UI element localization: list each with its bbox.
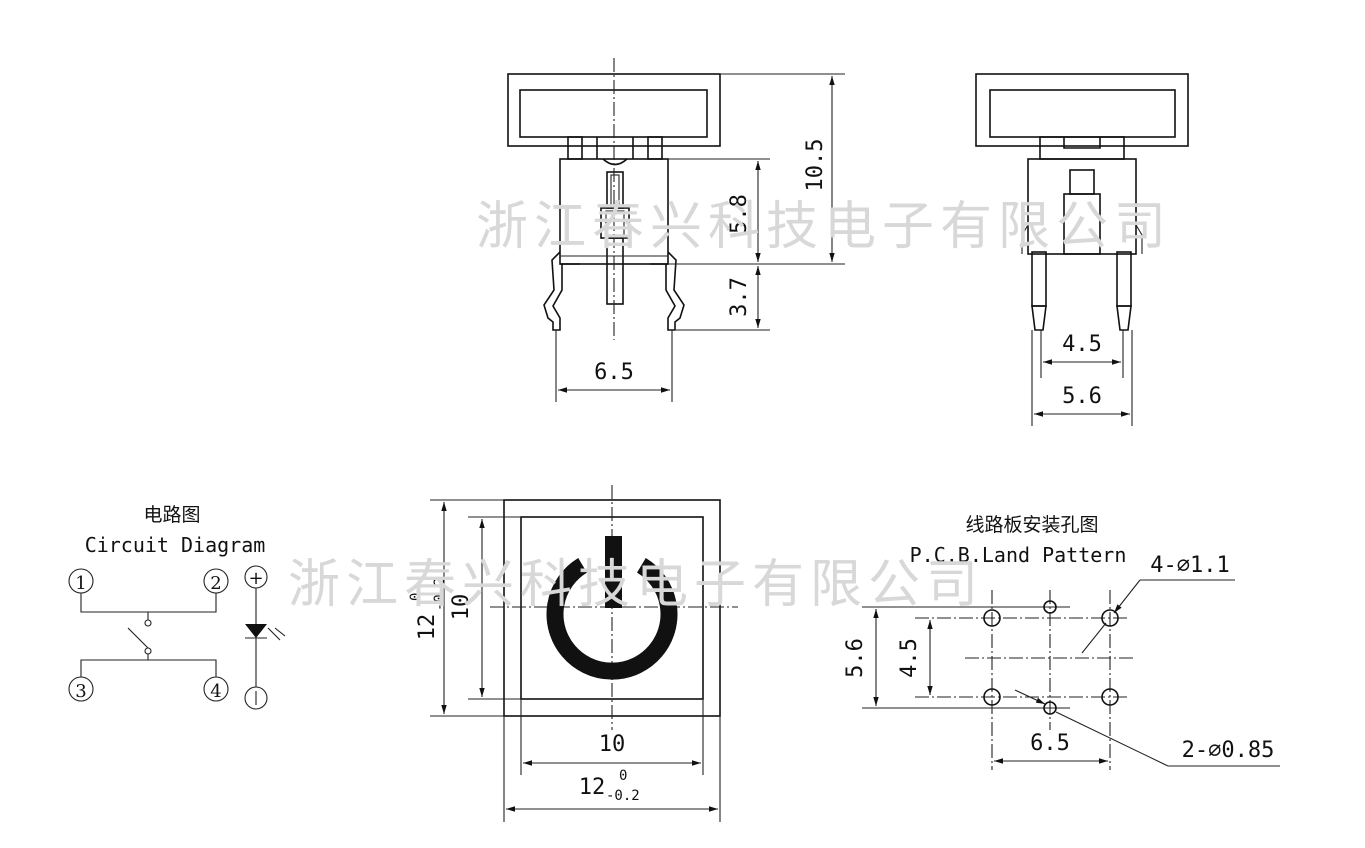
- side-pin-right: [1116, 251, 1132, 307]
- hole-large-2: [1101, 609, 1119, 627]
- tol-upper-horizontal: 0: [619, 768, 627, 784]
- circuit-diagram: 电路图 Circuit Diagram 1 2 3 4 +: [68, 504, 286, 710]
- pin-left: [543, 251, 563, 331]
- dim-total-height: 10.5: [803, 139, 828, 192]
- tol-lower-vertical: -0.2: [432, 577, 448, 611]
- svg-text:3: 3: [75, 681, 86, 702]
- tol-upper-vertical: 0: [408, 593, 424, 601]
- dim-body-height: 5.8: [727, 194, 752, 234]
- dim-pin-outer: 5.6: [1062, 384, 1102, 409]
- stem-right: [647, 136, 663, 160]
- hole-large-1: [983, 609, 1001, 627]
- pcb-title-cn: 线路板安装孔图: [965, 514, 1098, 536]
- side-pin-left: [1031, 251, 1047, 307]
- watermark-bottom: 浙江春兴科技电子有限公司: [288, 555, 984, 615]
- dim-inner-horizontal: 10: [599, 732, 626, 757]
- power-icon: [546, 558, 678, 680]
- svg-text:2: 2: [210, 573, 221, 594]
- top-view: 10 12 0 -0.2 10 12 0 -0.2: [408, 485, 738, 822]
- pcb-dim-inner-height: 4.5: [897, 638, 922, 678]
- label-large-holes: 4-⌀1.1: [1150, 553, 1229, 578]
- side-view: 4.5 5.6: [975, 73, 1189, 426]
- hole-large-3: [983, 688, 1001, 706]
- pcb-dim-outer-height: 5.6: [843, 638, 868, 678]
- led-symbol: [245, 624, 267, 638]
- dim-inner-vertical: 10: [449, 594, 474, 621]
- pcb-land-pattern: 线路板安装孔图 P.C.B.Land Pattern 5.6 4.5 6.5 4…: [843, 514, 1280, 770]
- pcb-title-en: P.C.B.Land Pattern: [910, 543, 1127, 567]
- tol-lower-horizontal: -0.2: [606, 788, 640, 804]
- hole-small-2: [1043, 701, 1057, 715]
- hole-small-1: [1043, 600, 1057, 614]
- dim-pin-spacing: 6.5: [594, 360, 634, 385]
- svg-text:4: 4: [210, 681, 221, 702]
- side-cap-outer: [975, 73, 1189, 147]
- center-pin: [606, 237, 624, 305]
- circuit-title-cn: 电路图: [143, 504, 200, 526]
- hole-large-4: [1101, 688, 1119, 706]
- svg-text:1: 1: [75, 573, 86, 594]
- dim-outer-vertical: 12: [415, 614, 440, 641]
- side-cap-inner: [989, 89, 1176, 138]
- power-icon-bar: [605, 536, 622, 608]
- label-small-holes: 2-⌀0.85: [1182, 738, 1275, 763]
- dim-pin-inner: 4.5: [1062, 332, 1102, 357]
- dim-pin-length: 3.7: [727, 277, 752, 317]
- watermark-top: 浙江春兴科技电子有限公司: [476, 197, 1172, 257]
- dim-outer-horizontal: 12: [579, 775, 606, 800]
- stem-left: [567, 136, 583, 160]
- pcb-dim-width: 6.5: [1030, 731, 1070, 756]
- svg-text:+: +: [248, 568, 263, 589]
- led-minus-marker: [244, 686, 268, 710]
- front-view: 10.5 5.8 3.7 6.5: [507, 58, 845, 402]
- pin-right: [665, 251, 685, 331]
- circuit-title-en: Circuit Diagram: [85, 533, 266, 557]
